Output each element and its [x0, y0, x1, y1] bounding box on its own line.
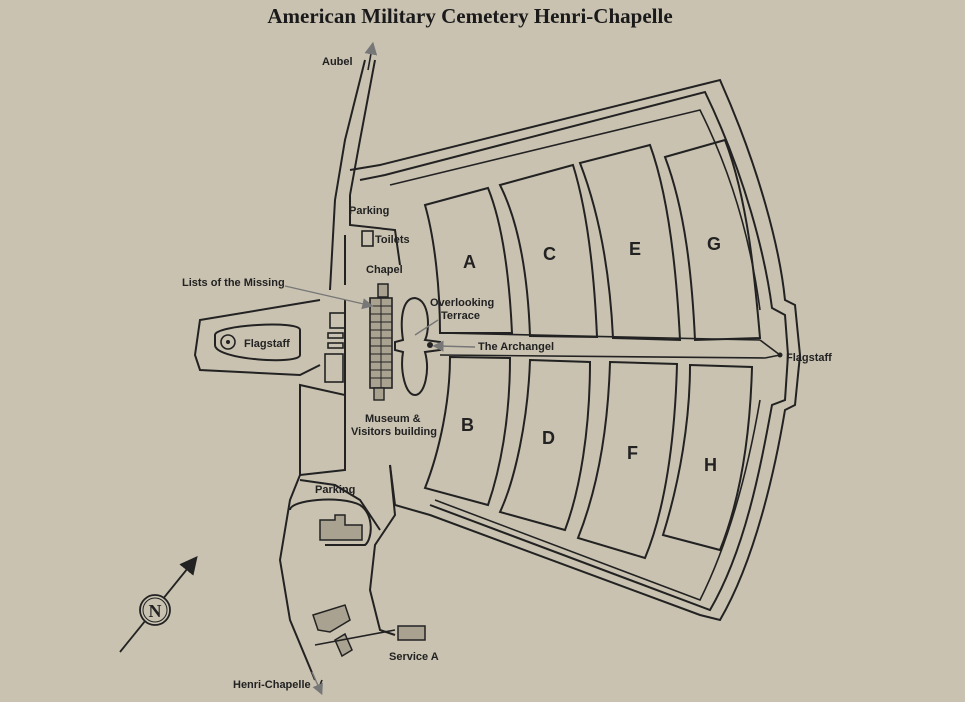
service-a-building — [397, 625, 426, 641]
overlooking-terrace — [394, 296, 441, 397]
parking-north-area — [344, 195, 401, 285]
plot-e-label: E — [629, 239, 641, 259]
service-building-2 — [334, 632, 353, 658]
plot-a-label: A — [463, 252, 476, 272]
label-aubel: Aubel — [322, 56, 353, 68]
label-henri-chapelle: Henri-Chapelle — [233, 679, 311, 691]
north-compass: N — [119, 556, 198, 653]
pointer-arrows — [284, 285, 476, 352]
label-flagstaff-east: Flagstaff — [786, 352, 832, 364]
map-title: American Military Cemetery Henri-Chapell… — [267, 4, 673, 28]
north-symbol: N — [149, 601, 162, 621]
plot-d-label: D — [542, 428, 555, 448]
museum-annex-building — [319, 514, 363, 541]
plot-h-label: H — [704, 455, 717, 475]
plot-d-shape — [498, 358, 592, 532]
plot-h-shape — [661, 363, 754, 552]
label-lists-missing: Lists of the Missing — [182, 277, 285, 289]
plot-b-shape — [423, 355, 512, 507]
plot-g-label: G — [707, 234, 721, 254]
plot-f-label: F — [627, 443, 638, 463]
label-chapel: Chapel — [366, 264, 403, 276]
label-archangel: The Archangel — [478, 341, 554, 353]
label-flagstaff-west: Flagstaff — [244, 338, 290, 350]
flagstaff-east-icon — [777, 352, 783, 358]
label-museum: Museum & — [365, 413, 421, 425]
cemetery-boundary — [349, 78, 802, 622]
service-building-1 — [312, 604, 351, 633]
plot-b-label: B — [461, 415, 474, 435]
west-flagstaff-area — [193, 299, 321, 377]
label-terrace: Terrace — [441, 310, 480, 322]
archangel-statue-icon — [427, 342, 433, 348]
southern-area — [278, 464, 426, 696]
plot-a-shape — [423, 186, 514, 334]
central-left-blocks — [299, 300, 346, 477]
chapel-building — [369, 283, 393, 401]
plot-e-shape — [578, 143, 682, 342]
plot-g-shape — [663, 138, 762, 342]
label-toilets: Toilets — [375, 234, 410, 246]
label-service-a: Service A — [389, 651, 439, 663]
road-aubel — [329, 41, 378, 291]
burial-plots — [423, 138, 781, 560]
label-overlooking: Overlooking — [430, 297, 494, 309]
plot-c-label: C — [543, 244, 556, 264]
plot-f-shape — [576, 360, 679, 560]
toilets-building — [361, 230, 374, 247]
label-parking-north: Parking — [349, 205, 389, 217]
label-parking-south: Parking — [315, 484, 355, 496]
label-visitors: Visitors building — [351, 426, 437, 438]
flagstaff-west-icon — [220, 334, 236, 350]
